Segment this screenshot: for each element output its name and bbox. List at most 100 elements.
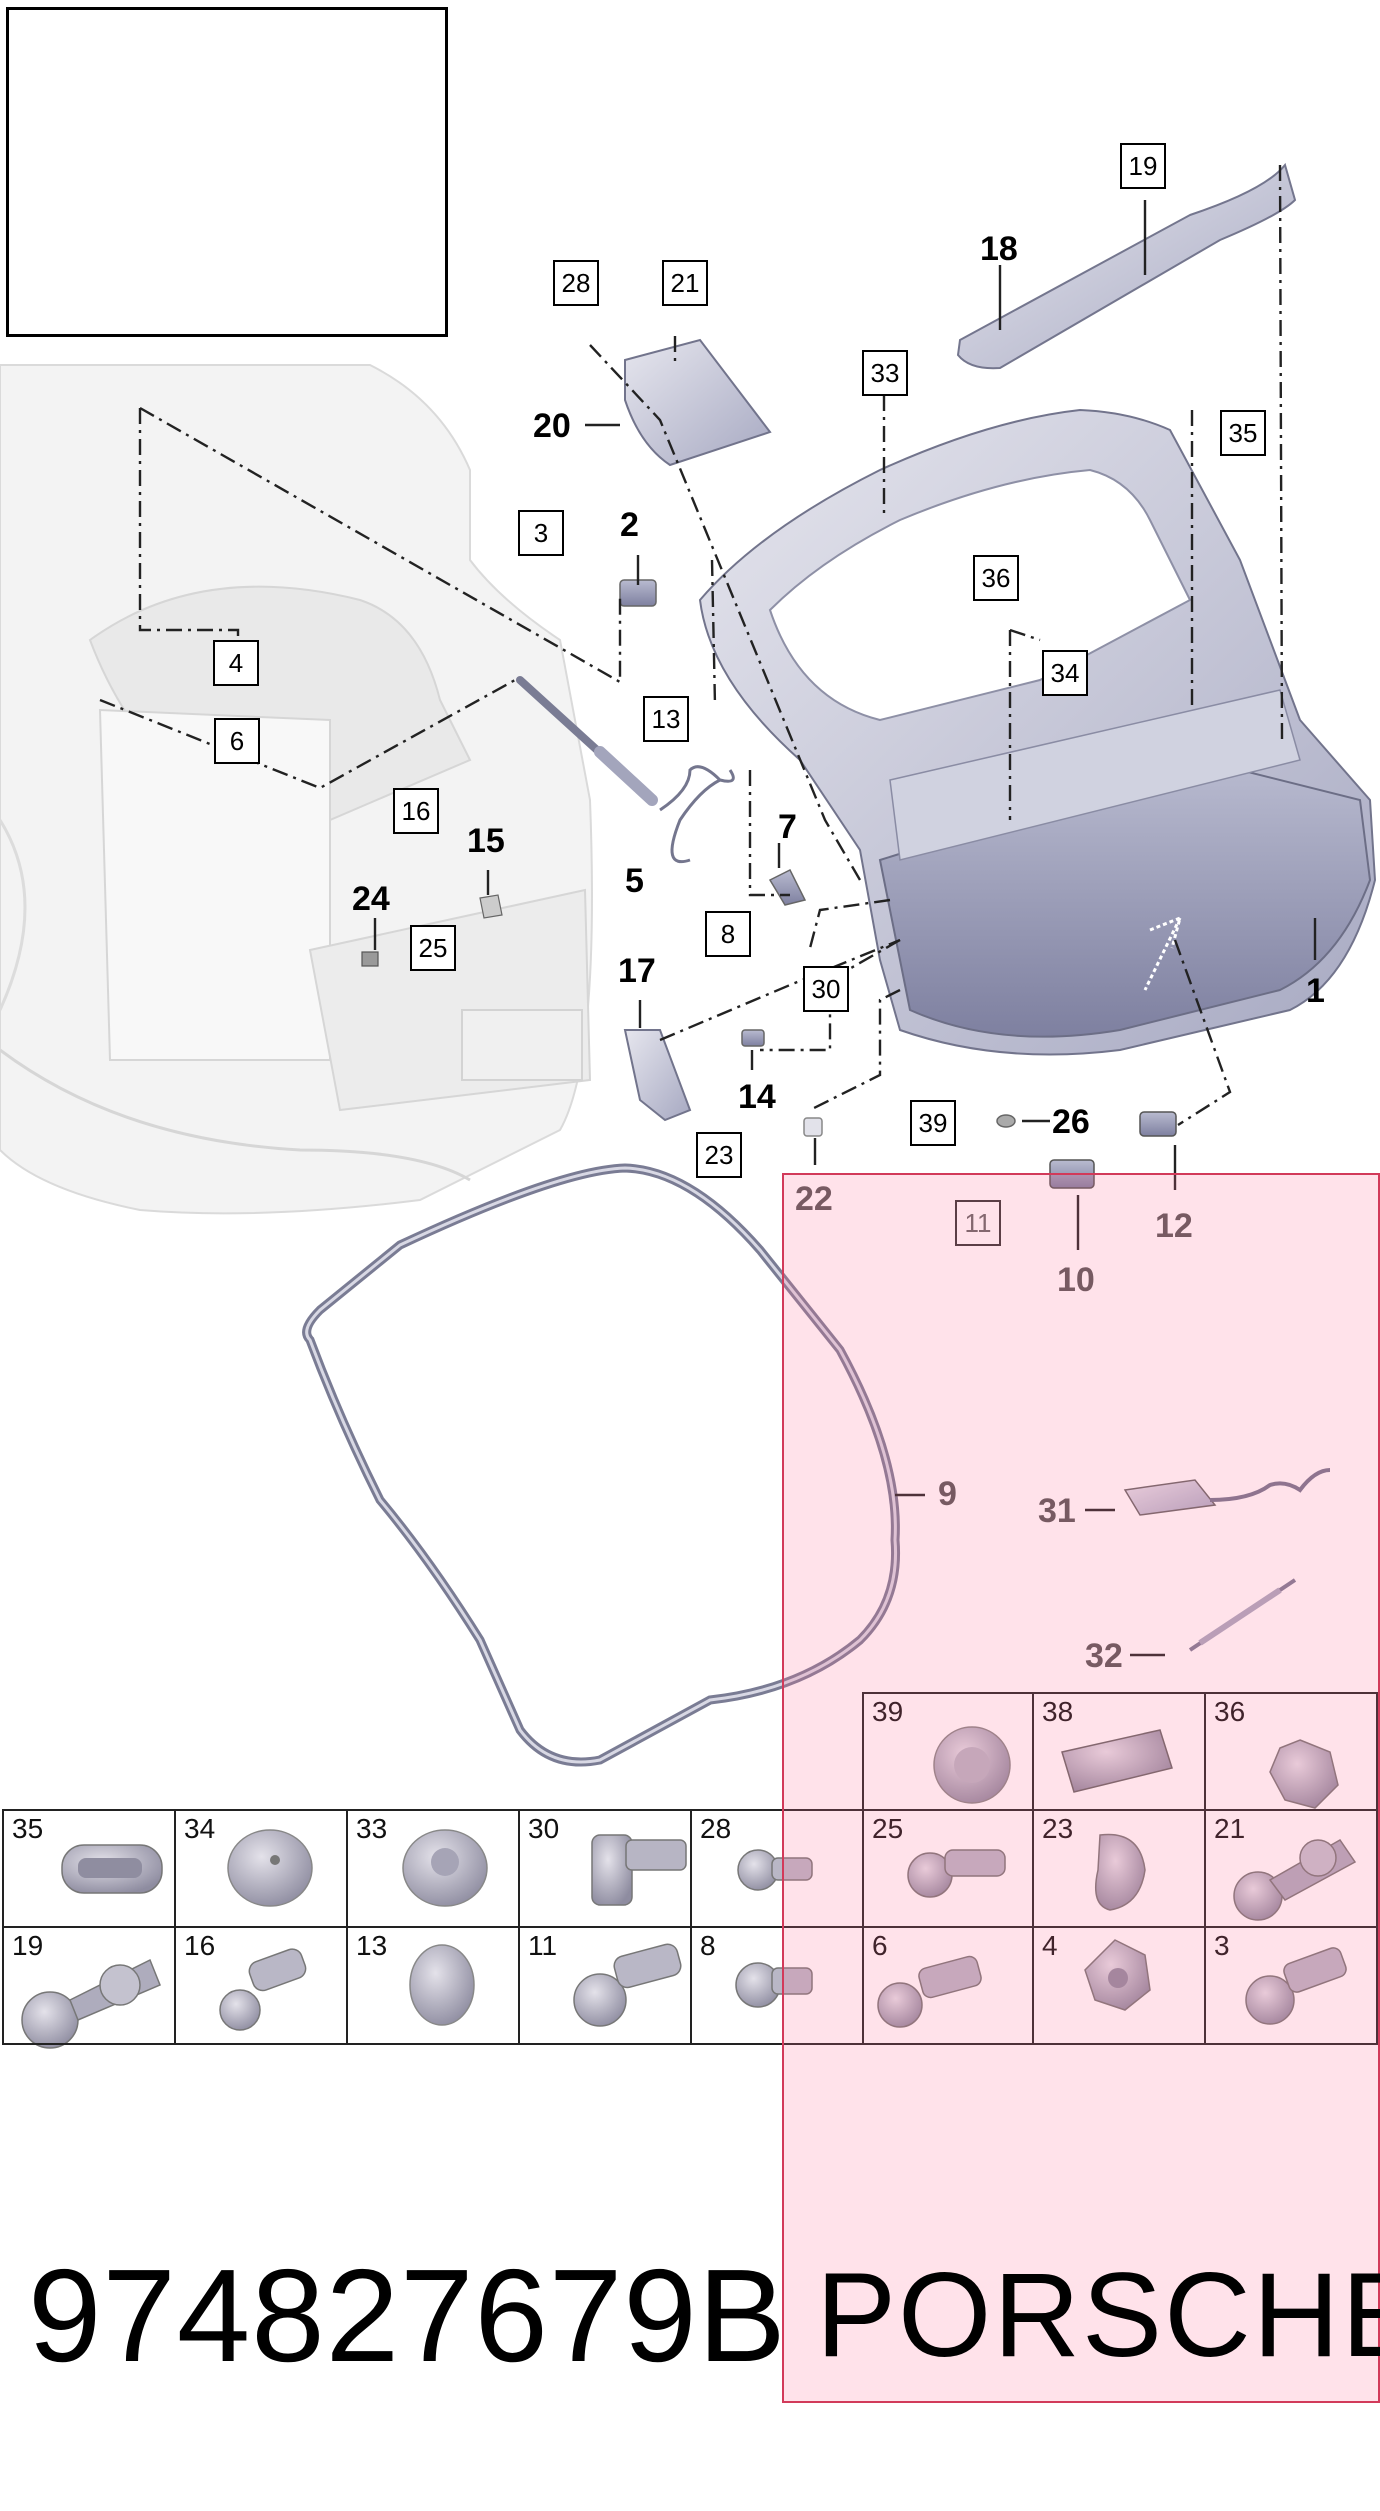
part-number: 974827679B <box>28 2242 787 2389</box>
hw-cell-11: 11 <box>518 1926 692 2045</box>
hw-label: 28 <box>700 1813 732 1844</box>
callout-20: 20 <box>533 407 571 445</box>
hw-art-35 <box>61 1844 163 1894</box>
hw-cell-33: 33 <box>346 1809 520 1928</box>
brand-name: PORSCHE <box>816 2248 1380 2382</box>
callout-7: 7 <box>778 808 797 846</box>
hw-label: 38 <box>1042 1696 1074 1727</box>
clip-22 <box>803 1117 823 1137</box>
hw-art-34 <box>227 1829 313 1907</box>
callout-31: 31 <box>1038 1492 1076 1530</box>
callout-box-16: 16 <box>393 788 439 834</box>
switch-14 <box>741 1029 765 1047</box>
callout-box-19: 19 <box>1120 143 1166 189</box>
hw-label: 21 <box>1214 1813 1246 1844</box>
bolt-15 <box>479 894 503 919</box>
callout-box-39: 39 <box>910 1100 956 1146</box>
hw-art-6 <box>877 1955 982 2028</box>
release-cable <box>1123 1468 1331 1516</box>
nut-24 <box>361 951 379 967</box>
hw-label: 23 <box>1042 1813 1074 1844</box>
hw-label: 30 <box>528 1813 560 1844</box>
hw-cell-34: 34 <box>174 1809 348 1928</box>
callout-10: 10 <box>1057 1261 1095 1299</box>
hw-label: 16 <box>184 1930 216 1961</box>
callout-box-33: 33 <box>862 350 908 396</box>
tailgate-panel <box>698 408 1377 1056</box>
gas-strut <box>516 676 658 806</box>
hw-cell-13: 13 <box>346 1926 520 2045</box>
hw-cell-3: 3 <box>1204 1926 1378 2045</box>
hw-label: 6 <box>872 1930 888 1961</box>
callout-26: 26 <box>1052 1103 1090 1141</box>
cable-harness <box>659 765 735 863</box>
callout-box-23: 23 <box>696 1132 742 1178</box>
hw-art-38 <box>1061 1729 1173 1793</box>
callout-2: 2 <box>620 506 639 544</box>
callout-box-35: 35 <box>1220 410 1266 456</box>
hardware-art <box>21 1726 1357 2049</box>
hw-art-39 <box>933 1726 1011 1804</box>
callout-17: 17 <box>618 952 656 990</box>
hw-art-36 <box>1269 1739 1339 1809</box>
callout-box-25: 25 <box>410 925 456 971</box>
callout-1: 1 <box>1306 972 1325 1010</box>
hw-cell-16: 16 <box>174 1926 348 2045</box>
vehicle-body-ghost <box>0 364 593 1215</box>
hw-cell-38: 38 <box>1032 1692 1206 1811</box>
hw-label: 3 <box>1214 1930 1230 1961</box>
hw-art-23 <box>1095 1833 1146 1911</box>
hw-label: 39 <box>872 1696 904 1727</box>
spoiler <box>956 162 1297 370</box>
hw-label: 25 <box>872 1813 904 1844</box>
hw-label: 34 <box>184 1813 216 1844</box>
hw-label: 8 <box>700 1930 716 1961</box>
callout-box-30: 30 <box>803 966 849 1012</box>
bracket-17 <box>623 1029 692 1122</box>
hw-cell-30: 30 <box>518 1809 692 1928</box>
hw-art-25 <box>907 1849 1006 1898</box>
callout-box-28: 28 <box>553 260 599 306</box>
hw-art-11 <box>573 1943 682 2027</box>
hw-cell-39: 39 <box>862 1692 1034 1811</box>
hw-cell-36: 36 <box>1204 1692 1378 1811</box>
hw-label: 11 <box>528 1930 558 1961</box>
hw-cell-35: 35 <box>2 1809 176 1928</box>
leader-ticks <box>373 200 1317 1657</box>
hw-label: 13 <box>356 1930 388 1961</box>
hw-art-16 <box>219 1948 307 2031</box>
callout-32: 32 <box>1085 1637 1123 1675</box>
hw-cell-4: 4 <box>1032 1926 1206 2045</box>
callout-box-36: 36 <box>973 555 1019 601</box>
callout-9: 9 <box>938 1475 957 1513</box>
hw-cell-19: 19 <box>2 1926 176 2045</box>
callout-box-21: 21 <box>662 260 708 306</box>
hw-label: 33 <box>356 1813 388 1844</box>
hw-cell-8: 8 <box>690 1926 864 2045</box>
callout-5: 5 <box>625 862 644 900</box>
callout-22: 22 <box>795 1180 833 1218</box>
hw-label: 4 <box>1042 1930 1058 1961</box>
camera-bracket-10 <box>1049 1159 1095 1189</box>
hw-art-19 <box>21 1958 161 2049</box>
callout-box-8: 8 <box>705 911 751 957</box>
tailgate-seal <box>302 1163 901 1767</box>
vehicle-thumbnail-frame <box>6 7 448 337</box>
hw-cell-25: 25 <box>862 1809 1034 1928</box>
push-rod <box>1188 1578 1297 1652</box>
camera-12 <box>1139 1111 1177 1137</box>
bracket-20 <box>624 338 772 467</box>
hw-cell-23: 23 <box>1032 1809 1206 1928</box>
callout-14: 14 <box>738 1078 776 1116</box>
callout-box-13: 13 <box>643 696 689 742</box>
hw-label: 35 <box>12 1813 44 1844</box>
hw-cell-21: 21 <box>1204 1809 1378 1928</box>
hw-cell-28: 28 <box>690 1809 864 1928</box>
callout-box-4: 4 <box>213 640 259 686</box>
hw-art-4 <box>1084 1939 1151 2011</box>
hw-art-21 <box>1233 1839 1357 1921</box>
callout-18: 18 <box>980 230 1018 268</box>
callout-box-3: 3 <box>518 510 564 556</box>
